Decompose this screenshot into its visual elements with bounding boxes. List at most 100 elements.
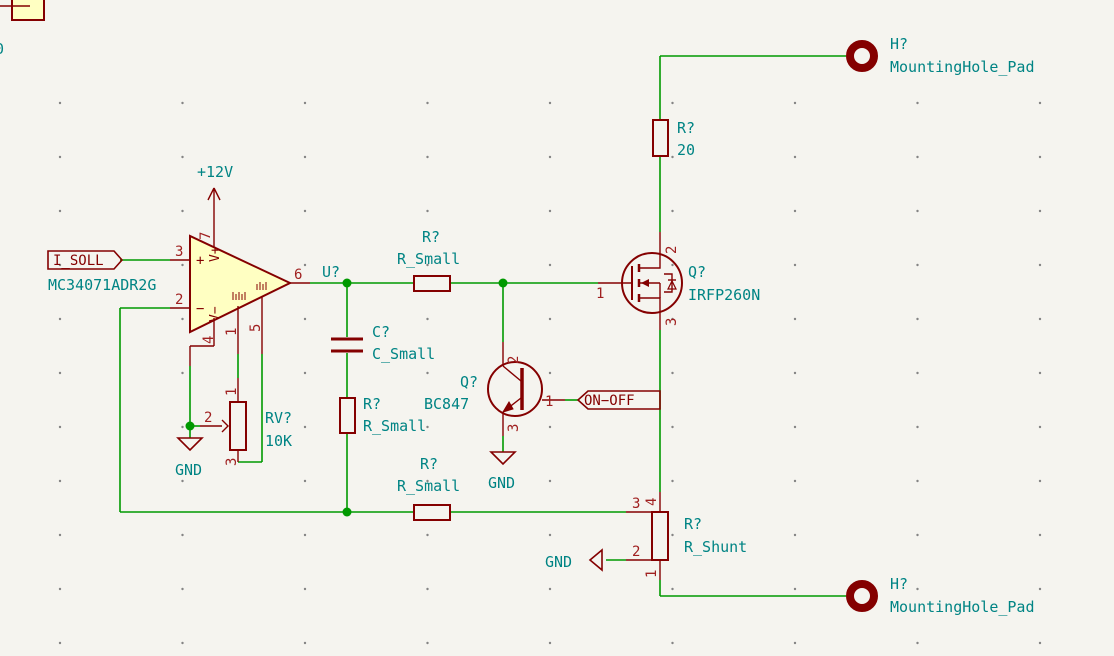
shunt-resistor[interactable]: 3 4 2 1 R? R_Shunt [626,492,747,580]
grid-dot [671,317,674,321]
grid-dot [303,587,307,591]
opamp-pnum-1: 1 [224,328,240,336]
grid-dot [181,533,184,537]
resistor-mid-ref: R? [363,395,381,413]
pot-pnum-3: 3 [224,458,240,466]
shunt-ref: R? [684,515,702,533]
grid-dot [58,263,62,267]
power-12v[interactable]: +12V [197,163,233,201]
grid-dot [426,641,429,645]
grid-dot [793,209,797,213]
gnd-symbol-1[interactable]: GND [175,437,204,479]
resistor-mid[interactable]: R? R_Small [339,395,426,435]
gnd-symbol-3[interactable]: GND [545,548,603,572]
grid-dot [303,479,307,483]
grid-dot [916,101,919,105]
grid-dot [671,371,674,375]
grid-dot [548,209,552,213]
grid-dot [1038,155,1042,159]
opamp-pnum-4: 4 [201,336,217,344]
grid-dot [426,533,429,537]
grid-dot [916,533,919,537]
resistor-drain-body [652,119,669,157]
potentiometer-value: 10K [265,432,292,450]
grid-dot [671,209,674,213]
bjt-q[interactable]: 2 1 3 Q? BC847 [424,342,565,436]
grid-dot [548,641,552,645]
resistor-bottom-value: R_Small [397,477,460,495]
grid-dot [793,425,797,429]
grid-dot [303,263,307,267]
grid-dot [1038,533,1042,537]
potentiometer-ref: RV? [265,409,292,427]
resistor-top[interactable]: R? R_Small [397,228,460,292]
opamp-sym-plus: + [196,253,204,269]
grid-dot [916,317,919,321]
grid-dot [548,263,552,267]
grid-dot [793,263,797,267]
bjt-collector-diag [502,365,522,382]
grid-dot [916,155,919,159]
mounting-hole-top-value: MountingHole_Pad [890,58,1035,76]
grid-dot [426,263,429,267]
potentiometer-rv[interactable]: 1 2 3 RV? 10K [200,378,292,466]
resistor-bottom[interactable]: R? R_Small [397,455,460,521]
bjt-value: BC847 [424,395,469,413]
grid-dot [793,371,797,375]
grid-dot [548,425,552,429]
mosfet-q[interactable]: 1 2 3 Q? IRFP260N [596,232,760,330]
grid-dot [671,533,674,537]
grid-dot [303,209,307,213]
mounting-hole-top[interactable]: H? MountingHole_Pad [846,35,1035,76]
grid-dot [916,263,919,267]
grid-dot [1038,587,1042,591]
grid-dot [671,425,674,429]
opamp-pnum-3: 3 [175,244,183,260]
grid-dot [916,641,919,645]
power-12v-label: +12V [197,163,233,181]
mounting-hole-bottom-ref: H? [890,575,908,593]
mounting-hole-top-ref: H? [890,35,908,53]
grid-dot [426,317,429,321]
mounting-hole-bottom[interactable]: H? MountingHole_Pad [846,575,1035,616]
label-i-soll-text: I_SOLL [53,253,104,269]
label-i-soll[interactable]: I_SOLL [47,250,124,270]
label-i-soll-shape [47,250,124,270]
grid-dot [303,101,307,105]
resistor-drain[interactable]: R? 20 [652,119,695,159]
mounting-hole-bottom-ring [846,580,878,612]
opamp-body [189,234,293,334]
gnd-symbol-2[interactable]: GND [488,451,517,492]
capacitor-c[interactable]: C? C_Small [331,323,435,363]
clipped-component-body [11,0,45,21]
grid-dot [1038,263,1042,267]
opamp-pnum-7: 7 [198,232,214,240]
grid-dot [426,371,429,375]
grid-dots [58,101,1042,645]
grid-dot [303,155,307,159]
grid-dot [181,209,184,213]
opamp-offset-glyph [232,292,246,300]
grid-dot [548,479,552,483]
gnd-label-1: GND [175,461,202,479]
pot-pnum-1: 1 [224,388,240,396]
grid-dot [58,479,62,483]
grid-dot [548,587,552,591]
grid-dot [1038,641,1042,645]
label-on-off[interactable]: ON−OFF [576,390,661,410]
grid-dot [793,587,797,591]
opamp-u[interactable]: + − V+ V− 3 2 6 7 4 1 5 U? MC34071ADR2G [48,188,340,366]
bjt-emitter-arrow [501,401,514,413]
gnd-symbol-1-shape [176,437,204,452]
opamp-comp-glyph [256,282,267,290]
mounting-hole-top-ring [846,40,878,72]
grid-dot [1038,371,1042,375]
clipped-component: 0 [0,0,45,58]
pot-pnum-2: 2 [204,410,212,426]
grid-dot [426,425,429,429]
grid-dot [426,155,429,159]
grid-dot [671,587,674,591]
grid-dot [181,317,184,321]
